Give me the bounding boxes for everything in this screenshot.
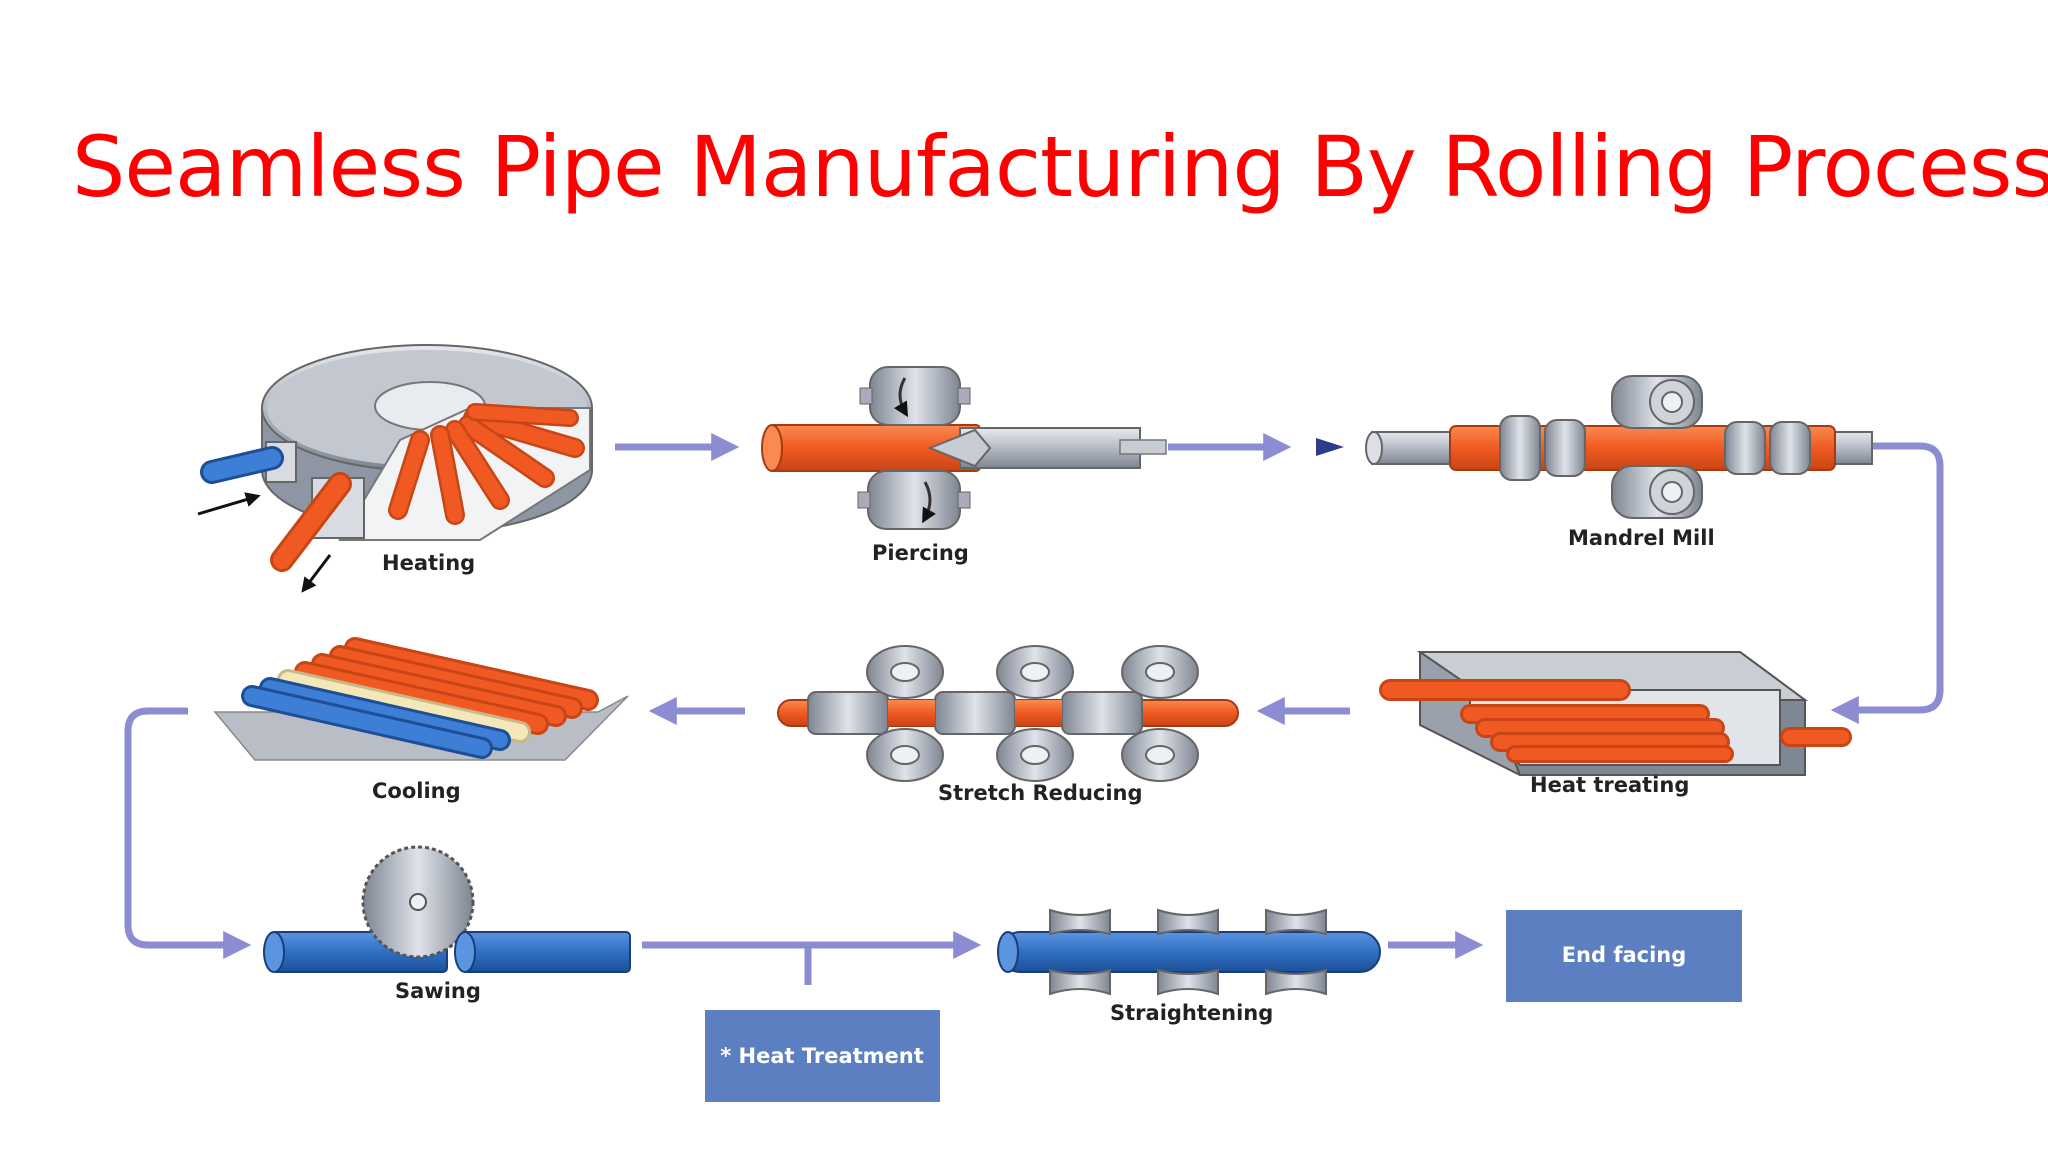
small-arrowhead-icon	[1316, 438, 1344, 456]
label-heating: Heating	[382, 551, 475, 575]
label-heat-treating: Heat treating	[1530, 773, 1689, 797]
end-facing-box	[1506, 910, 1742, 1002]
label-straightening: Straightening	[1110, 1001, 1273, 1025]
arrow-cooling-sawing	[124, 707, 252, 959]
label-piercing: Piercing	[872, 541, 969, 565]
mandrel-mill	[1365, 375, 1873, 519]
label-cooling: Cooling	[372, 779, 461, 803]
piercing-mill	[761, 366, 1167, 530]
slide-title: Seamless Pipe Manufacturing By Rolling P…	[72, 118, 2048, 216]
end-facing-label: End facing	[1562, 943, 1687, 967]
stretch-reducing-mill	[777, 645, 1239, 782]
heating-furnace	[197, 344, 593, 593]
furnace-billets-icon	[388, 403, 585, 525]
sawing-station	[263, 845, 631, 973]
treating-pipes-icon	[1379, 679, 1852, 763]
label-mandrel-mill: Mandrel Mill	[1568, 526, 1715, 550]
arrow-mandrel-heattreating	[1830, 442, 1944, 724]
heat-treatment-box	[705, 1010, 940, 1102]
cooling-bed	[213, 637, 629, 761]
heat-treating-furnace	[1379, 651, 1852, 776]
flow-arrows	[124, 433, 1944, 985]
heat-treatment-label: * Heat Treatment	[720, 1044, 924, 1068]
cooling-pipes-icon	[241, 637, 599, 759]
label-stretch-reducing: Stretch Reducing	[938, 781, 1143, 805]
straightening-machine	[997, 908, 1381, 996]
label-sawing: Sawing	[395, 979, 481, 1003]
